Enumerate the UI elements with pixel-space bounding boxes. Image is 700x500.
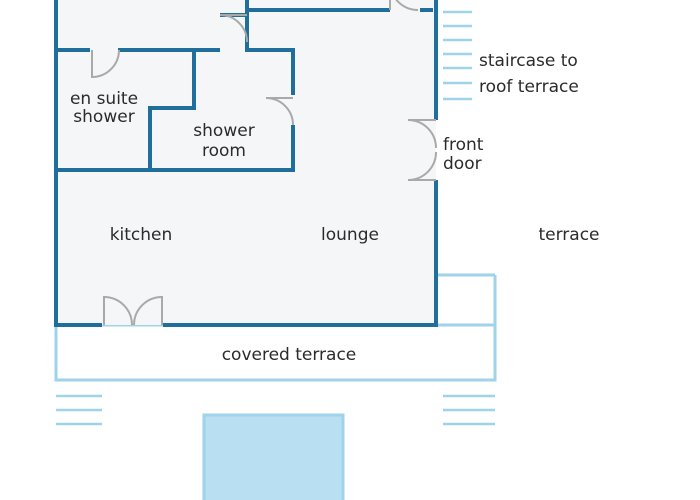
kitchen-label: kitchen xyxy=(110,225,173,245)
front-door-label: door xyxy=(443,154,482,174)
staircase-steps xyxy=(443,10,472,101)
front-door-label: front xyxy=(443,135,484,155)
exterior-wall xyxy=(54,0,438,327)
staircase-label: roof terrace xyxy=(479,77,579,97)
en-suite-label: shower xyxy=(73,107,134,127)
shower-room-label: shower xyxy=(193,121,254,141)
terrace-label: terrace xyxy=(538,225,599,245)
pool xyxy=(202,413,345,500)
staircase-label: staircase to xyxy=(479,51,578,71)
shower-room-label: room xyxy=(202,141,246,161)
lounge-label: lounge xyxy=(321,225,379,245)
terrace-steps-left xyxy=(56,394,102,426)
en-suite-label: en suite xyxy=(70,89,138,109)
door-swings xyxy=(91,0,437,326)
covered-terrace-label: covered terrace xyxy=(222,345,357,365)
terrace-steps-right xyxy=(443,394,495,426)
